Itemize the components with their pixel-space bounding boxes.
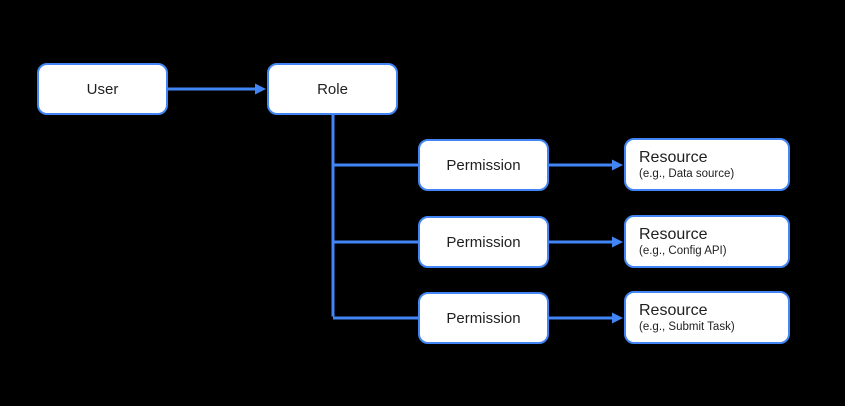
role-node: Role bbox=[267, 63, 398, 115]
permission-node-2: Permission bbox=[418, 216, 549, 268]
permission-node-3: Permission bbox=[418, 292, 549, 344]
arrow-permission3-to-resource3 bbox=[549, 312, 623, 324]
resource-node-2: Resource (e.g., Config API) bbox=[624, 215, 790, 268]
resource-node-title: Resource bbox=[639, 148, 708, 166]
arrow-permission1-to-resource1 bbox=[549, 159, 623, 171]
permission-node-label: Permission bbox=[446, 309, 521, 327]
permission-node-label: Permission bbox=[446, 156, 521, 174]
permission-node-1: Permission bbox=[418, 139, 549, 191]
permission-node-label: Permission bbox=[446, 233, 521, 251]
role-node-label: Role bbox=[317, 80, 348, 98]
user-node-label: User bbox=[86, 80, 119, 98]
resource-node-1: Resource (e.g., Data source) bbox=[624, 138, 790, 191]
resource-node-title: Resource bbox=[639, 301, 708, 319]
resource-node-subtitle: (e.g., Submit Task) bbox=[639, 320, 735, 333]
resource-node-3: Resource (e.g., Submit Task) bbox=[624, 291, 790, 344]
role-branch-lines bbox=[331, 114, 419, 320]
resource-node-subtitle: (e.g., Config API) bbox=[639, 244, 727, 257]
arrow-user-to-role bbox=[168, 83, 266, 95]
arrow-permission2-to-resource2 bbox=[549, 236, 623, 248]
resource-node-subtitle: (e.g., Data source) bbox=[639, 167, 735, 180]
user-node: User bbox=[37, 63, 168, 115]
resource-node-title: Resource bbox=[639, 225, 708, 243]
